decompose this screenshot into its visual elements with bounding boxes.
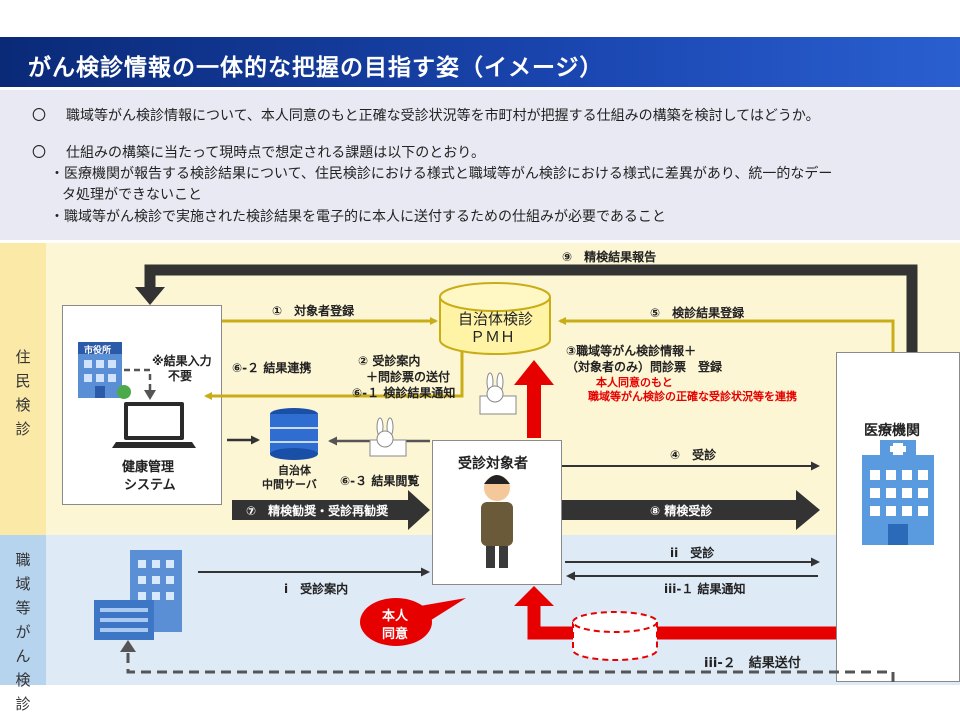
arrow-7 — [232, 490, 430, 530]
flow-3-label-a: ③職域等がん検診情報＋ — [566, 344, 697, 358]
resident-side — [0, 243, 46, 535]
note-line-2: 仕組みの構築に当たって現時点で想定される課題は以下のとおり。 — [66, 145, 486, 161]
pmh-cylinder — [439, 282, 551, 355]
result-input-note-1: ※結果入力 — [152, 354, 212, 368]
arrow-6-2 — [204, 345, 464, 400]
flow-5-label: ⑤ 検診結果登録 — [650, 306, 745, 320]
page-title: がん検診情報の一体的な把握の目指す姿（イメージ） — [28, 55, 604, 81]
person-icon — [481, 475, 513, 568]
flow-9-label: ⑨ 精検結果報告 — [562, 250, 657, 264]
city-hall-sign: 市役所 — [84, 346, 112, 356]
note-sub-1a: ・医療機関が報告する検診結果について、住民検診における様式と職域等がん検診におけ… — [50, 166, 833, 182]
bullet-1: 〇 — [32, 108, 46, 124]
rabbit-mascot-icon-2 — [369, 417, 407, 457]
consent-bubble — [360, 598, 466, 646]
flow-1-label: ① 対象者登録 — [272, 304, 355, 318]
dashed-cylinder — [572, 611, 658, 661]
flow-7-label: ⑦ 精検勧奨・受診再勧奨 — [246, 504, 389, 518]
arrow-3-red — [514, 360, 554, 438]
flow-6-3-label: ⑥-３ 結果閲覧 — [340, 474, 420, 488]
pmh-label-1: 自治体検診 — [458, 310, 534, 328]
bullet-2: 〇 — [32, 145, 46, 161]
note-sub-1b: タ処理ができないこと — [62, 187, 202, 203]
flow-iii-2-label: iii-２ 結果送付 — [704, 656, 801, 671]
flow-2-label-b: ＋問診票の送付 — [366, 370, 451, 384]
flow-ii-label: ii 受診 — [670, 546, 715, 560]
database-server-icon — [270, 408, 318, 460]
flow-3-note-2: 職域等がん検診の正確な受診状況等を連携 — [588, 390, 797, 403]
flow-2-label-a: ② 受診案内 — [358, 354, 421, 368]
laptop-icon — [112, 402, 196, 448]
arrow-9-result-report — [135, 264, 918, 352]
rabbit-mascot-icon — [479, 372, 517, 415]
server-label-1: 自治体 — [278, 464, 311, 477]
consent-label-1: 本人 — [382, 609, 409, 624]
arrow-5 — [558, 317, 895, 352]
target-person-label: 受診対象者 — [458, 456, 528, 472]
server-label-2: 中間サーバ — [262, 478, 317, 491]
resident-section-label: 住民検診 — [15, 348, 31, 438]
flow-6-1-label: ⑥-１ 検診結果通知 — [352, 386, 456, 400]
flow-i-label: ⅰ 受診案内 — [284, 582, 349, 596]
pmh-label-2: ＰＭＨ — [470, 328, 516, 346]
city-hall-building-icon — [78, 342, 131, 399]
flow-3-note-1: 本人同意のもと — [596, 376, 673, 389]
flow-3-label-b: （対象者のみ）問診票 登録 — [566, 360, 723, 374]
arrow-consent-red — [514, 586, 836, 640]
employment-side — [0, 535, 46, 685]
arrow-iii-2-dashed — [120, 640, 895, 682]
notes-panel — [0, 90, 960, 240]
title-bar — [0, 37, 960, 87]
employment-section-label: 職域等がん検診 — [15, 551, 31, 713]
result-input-note-2: 不要 — [168, 369, 193, 383]
health-system-label-1: 健康管理 — [122, 460, 175, 475]
flow-6-2-label: ⑥-２ 結果連携 — [232, 361, 312, 375]
flow-iii-1-label: iii-１ 結果通知 — [664, 582, 746, 596]
note-sub-2: ・職域等がん検診で実施された検診結果を電子的に本人に送付するための仕組みが必要で… — [50, 209, 666, 225]
flow-4-label: ④ 受診 — [670, 448, 717, 462]
consent-label-2: 同意 — [382, 627, 409, 642]
arrow-8 — [562, 490, 820, 530]
company-buildings-icon — [94, 550, 182, 640]
note-line-1: 職域等がん検診情報について、本人同意のもと正確な受診状況等を市町村が把握する仕組… — [66, 108, 820, 124]
dashed-input-arrow — [124, 368, 152, 392]
flow-8-label: ⑧ 精検受診 — [650, 504, 713, 518]
hospital-building-icon — [862, 440, 934, 545]
medical-institution-label: 医療機関 — [864, 423, 920, 439]
health-system-label-2: システム — [124, 478, 176, 493]
